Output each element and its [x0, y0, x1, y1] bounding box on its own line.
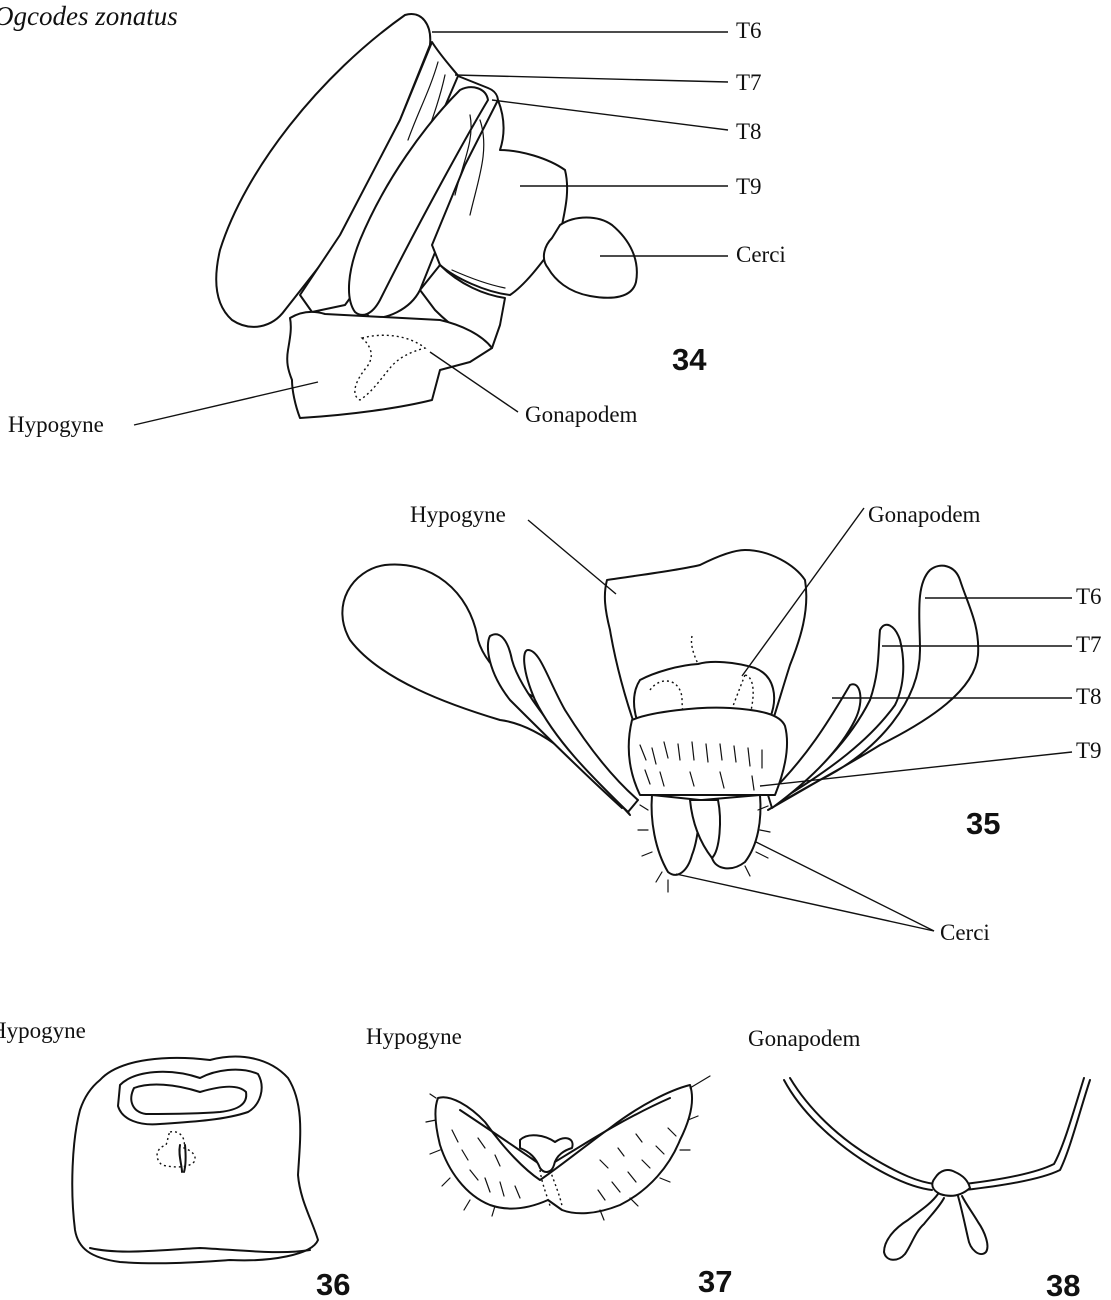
fig34-cerci [544, 218, 637, 298]
fig37-number: 37 [698, 1264, 732, 1299]
figure-37: Hypogyne 37 [366, 1024, 732, 1299]
figure-36: Hypogyne 36 [0, 1018, 350, 1300]
fig35-label-hypogyne: Hypogyne [410, 502, 506, 527]
fig34-number: 34 [672, 342, 707, 377]
fig35-label-t7: T7 [1076, 632, 1102, 657]
fig34-hypogyne [287, 312, 492, 418]
fig35-label-t8: T8 [1076, 684, 1102, 709]
fig34-label-t6: T6 [736, 18, 762, 43]
fig34-label-t9: T9 [736, 174, 762, 199]
fig37-label-hypogyne: Hypogyne [366, 1024, 462, 1049]
fig35-label-t9: T9 [1076, 738, 1102, 763]
fig35-number: 35 [966, 806, 1000, 841]
fig34-label-gonapodem: Gonapodem [525, 402, 638, 427]
fig38-gonapodem-outline [784, 1078, 935, 1190]
plate-title: Ogcodes zonatus [0, 1, 178, 31]
fig34-label-hypogyne: Hypogyne [8, 412, 104, 437]
fig35-label-cerci: Cerci [940, 920, 990, 945]
fig35-label-gonapodem: Gonapodem [868, 502, 981, 527]
fig38-label-gonapodem: Gonapodem [748, 1026, 861, 1051]
fig38-number: 38 [1046, 1268, 1080, 1300]
figure-38: Gonapodem 38 [748, 1026, 1090, 1300]
fig36-number: 36 [316, 1267, 350, 1300]
figure-35: Hypogyne Gonapodem T6 T7 T8 T9 Cerci 35 [342, 502, 1101, 945]
fig34-label-t7: T7 [736, 70, 762, 95]
fig35-tergite-t6-left [342, 564, 630, 815]
fig36-label-hypogyne: Hypogyne [0, 1018, 86, 1043]
figure-34: T6 T7 T8 T9 Cerci Hypogyne Gonapodem 34 [8, 14, 786, 437]
fig34-label-t8: T8 [736, 119, 762, 144]
fig35-label-t6: T6 [1076, 584, 1102, 609]
fig34-label-cerci: Cerci [736, 242, 786, 267]
